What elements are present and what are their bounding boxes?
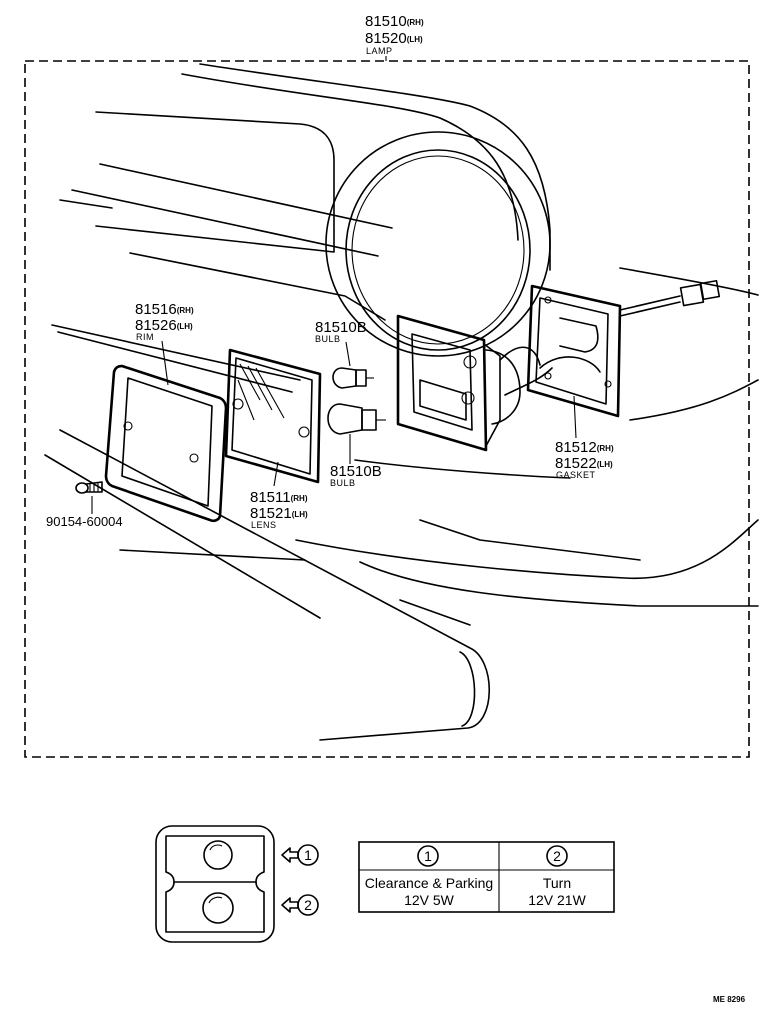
bulb-top-part: 81510B bbox=[315, 319, 367, 336]
rim-label: 81516(RH) 81526(LH) RIM bbox=[135, 301, 194, 342]
svg-text:81526(LH): 81526(LH) bbox=[135, 317, 193, 334]
bulb-top-name: BULB bbox=[315, 334, 341, 344]
gasket-label: 81512(RH) 81522(LH) GASKET bbox=[555, 439, 614, 480]
gasket-name: GASKET bbox=[556, 470, 596, 480]
table-function-2: Turn bbox=[543, 875, 571, 891]
legend-marker-2: 2 bbox=[304, 897, 312, 913]
bulb-socket-1-icon bbox=[203, 840, 233, 870]
table-function-1: Clearance & Parking bbox=[365, 875, 493, 891]
rim-side-lh: (LH) bbox=[177, 322, 193, 331]
bulb-top-label: 81510B BULB bbox=[315, 319, 367, 344]
svg-text:81520(LH): 81520(LH) bbox=[365, 30, 423, 47]
bulb-bottom-name: BULB bbox=[330, 478, 356, 488]
table-header-2: 2 bbox=[553, 848, 561, 864]
bulb-small bbox=[332, 367, 374, 389]
gasket-part-lh: 81522 bbox=[555, 455, 597, 472]
rim-side-rh: (RH) bbox=[177, 306, 194, 315]
drawing-code: ME 8296 bbox=[713, 995, 746, 1004]
svg-text:81521(LH): 81521(LH) bbox=[250, 505, 308, 522]
lens-side-rh: (RH) bbox=[291, 494, 308, 503]
gasket-side-rh: (RH) bbox=[597, 444, 614, 453]
lens-part-rh: 81511 bbox=[250, 489, 291, 506]
lens-name: LENS bbox=[251, 520, 277, 530]
screw-part bbox=[75, 481, 103, 494]
lamp-label: 81510(RH) 81520(LH) LAMP bbox=[365, 13, 424, 56]
rim-part bbox=[104, 364, 228, 523]
lens-side-lh: (LH) bbox=[292, 510, 308, 519]
svg-text:81511(RH): 81511(RH) bbox=[250, 489, 308, 506]
table-rating-2: 12V 21W bbox=[528, 892, 586, 908]
lamp-side-lh: (LH) bbox=[407, 35, 423, 44]
legend-marker-1: 1 bbox=[304, 847, 312, 863]
leader-lines bbox=[91, 340, 577, 514]
lens-label: 81511(RH) 81521(LH) LENS bbox=[250, 489, 308, 530]
lens-part bbox=[224, 348, 322, 484]
rim-part-rh: 81516 bbox=[135, 301, 177, 318]
lamp-part-lh: 81520 bbox=[365, 30, 407, 47]
arrow-2-icon bbox=[281, 897, 299, 913]
table-header-1: 1 bbox=[424, 848, 432, 864]
bulb-socket-2-icon bbox=[202, 892, 234, 924]
lamp-side-rh: (RH) bbox=[407, 18, 424, 27]
lamp-part-rh: 81510 bbox=[365, 13, 407, 30]
bulb-table: 1 2 Clearance & Parking Turn 12V 5W 12V … bbox=[358, 841, 615, 913]
arrow-1-icon bbox=[281, 847, 299, 863]
lens-part-lh: 81521 bbox=[250, 505, 292, 522]
lamp-face-legend: 1 2 bbox=[155, 825, 319, 943]
bulb-large bbox=[327, 403, 386, 435]
gasket-part-rh: 81512 bbox=[555, 439, 597, 456]
svg-text:81522(LH): 81522(LH) bbox=[555, 455, 613, 472]
rim-part-lh: 81526 bbox=[135, 317, 177, 334]
lamp-name: LAMP bbox=[366, 46, 393, 56]
table-rating-1: 12V 5W bbox=[404, 892, 455, 908]
vehicle-body bbox=[44, 63, 759, 741]
screw-part-number: 90154-60004 bbox=[46, 514, 123, 529]
gasket-part bbox=[526, 279, 721, 418]
gasket-side-lh: (LH) bbox=[597, 460, 613, 469]
assembly-frame bbox=[24, 60, 750, 758]
svg-text:81512(RH): 81512(RH) bbox=[555, 439, 614, 456]
lamp-housing bbox=[396, 314, 553, 452]
bulb-bottom-part: 81510B bbox=[330, 463, 382, 480]
rim-name: RIM bbox=[136, 332, 154, 342]
svg-text:81516(RH): 81516(RH) bbox=[135, 301, 194, 318]
svg-text:81510(RH): 81510(RH) bbox=[365, 13, 424, 30]
bulb-bottom-label: 81510B BULB bbox=[330, 463, 382, 488]
